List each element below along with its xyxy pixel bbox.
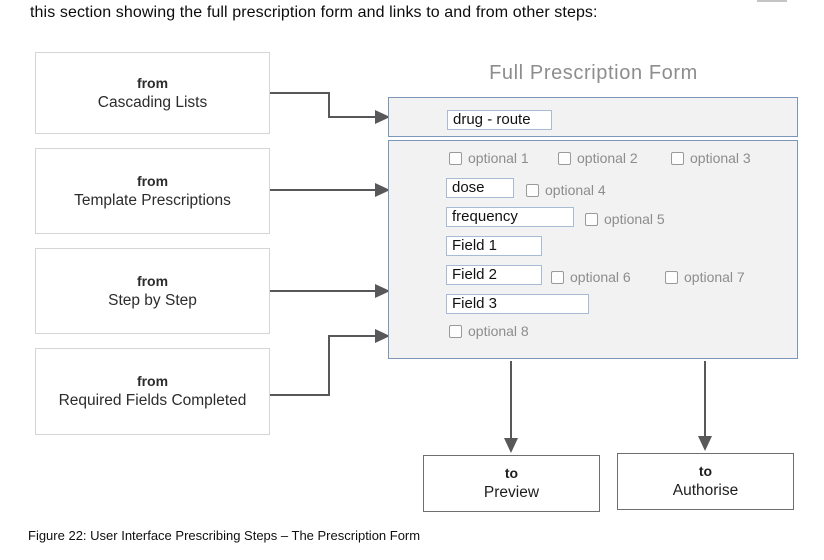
source-prefix: from <box>136 272 169 289</box>
optional-7-checkbox-icon <box>665 270 678 284</box>
source-label: Step by Step <box>108 291 197 309</box>
optional-5-option: optional 5 <box>585 211 665 227</box>
optional-2-option: optional 2 <box>558 150 638 166</box>
optional-8-label: optional 8 <box>468 323 529 339</box>
arrow-from-required-fields-completed <box>270 329 390 396</box>
source-label: Cascading Lists <box>97 93 208 111</box>
optional-4-option: optional 4 <box>526 182 606 198</box>
optional-8-checkbox-icon <box>449 324 462 338</box>
optional-7-option: optional 7 <box>665 269 745 285</box>
target-label: Preview <box>483 484 540 501</box>
arrow-to-preview <box>504 361 518 453</box>
source-box-step-by-step: from Step by Step <box>35 248 270 334</box>
optional-6-option: optional 6 <box>551 269 631 285</box>
target-box-authorise: to Authorise <box>617 453 794 510</box>
optional-1-checkbox-icon <box>449 151 462 165</box>
source-prefix: from <box>136 172 169 189</box>
arrow-from-cascading-lists <box>270 92 390 124</box>
drug-route-field: drug - route <box>447 110 552 130</box>
source-prefix: from <box>136 74 169 91</box>
field-3: Field 3 <box>446 294 589 314</box>
target-prefix: to <box>504 465 519 481</box>
optional-8-option: optional 8 <box>449 323 529 339</box>
prescription-form-body: optional 1 optional 2 optional 3 dose op… <box>388 140 798 359</box>
arrow-from-step-by-step <box>270 284 390 298</box>
source-box-template-prescriptions: from Template Prescriptions <box>35 148 270 234</box>
source-box-required-fields-completed: from Required Fields Completed <box>35 348 270 435</box>
figure-caption: Figure 22: User Interface Prescribing St… <box>28 528 421 543</box>
arrow-from-template-prescriptions <box>270 183 390 197</box>
optional-5-checkbox-icon <box>585 212 598 226</box>
optional-4-checkbox-icon <box>526 183 539 197</box>
arrow-to-authorise <box>698 361 712 451</box>
field-1: Field 1 <box>446 236 542 256</box>
form-title: Full Prescription Form <box>489 62 698 84</box>
optional-3-label: optional 3 <box>690 150 751 166</box>
target-prefix: to <box>698 463 713 479</box>
optional-1-option: optional 1 <box>449 150 529 166</box>
page-edge-artifact <box>757 0 787 2</box>
source-prefix: from <box>136 373 169 389</box>
source-label: Template Prescriptions <box>74 191 231 209</box>
optional-4-label: optional 4 <box>545 182 606 198</box>
optional-2-label: optional 2 <box>577 150 638 166</box>
field-2: Field 2 <box>446 265 542 285</box>
optional-3-checkbox-icon <box>671 151 684 165</box>
optional-6-label: optional 6 <box>570 269 631 285</box>
dose-field: dose <box>446 178 514 198</box>
optional-3-option: optional 3 <box>671 150 751 166</box>
frequency-field: frequency <box>446 207 574 227</box>
source-label: Required Fields Completed <box>58 392 247 409</box>
target-box-preview: to Preview <box>423 455 600 512</box>
optional-6-checkbox-icon <box>551 270 564 284</box>
optional-2-checkbox-icon <box>558 151 571 165</box>
optional-1-label: optional 1 <box>468 150 529 166</box>
target-label: Authorise <box>672 482 739 499</box>
prescription-form-header: drug - route <box>388 97 798 137</box>
optional-7-label: optional 7 <box>684 269 745 285</box>
optional-5-label: optional 5 <box>604 211 665 227</box>
intro-text: this section showing the full prescripti… <box>30 4 598 21</box>
source-box-cascading-lists: from Cascading Lists <box>35 52 270 134</box>
